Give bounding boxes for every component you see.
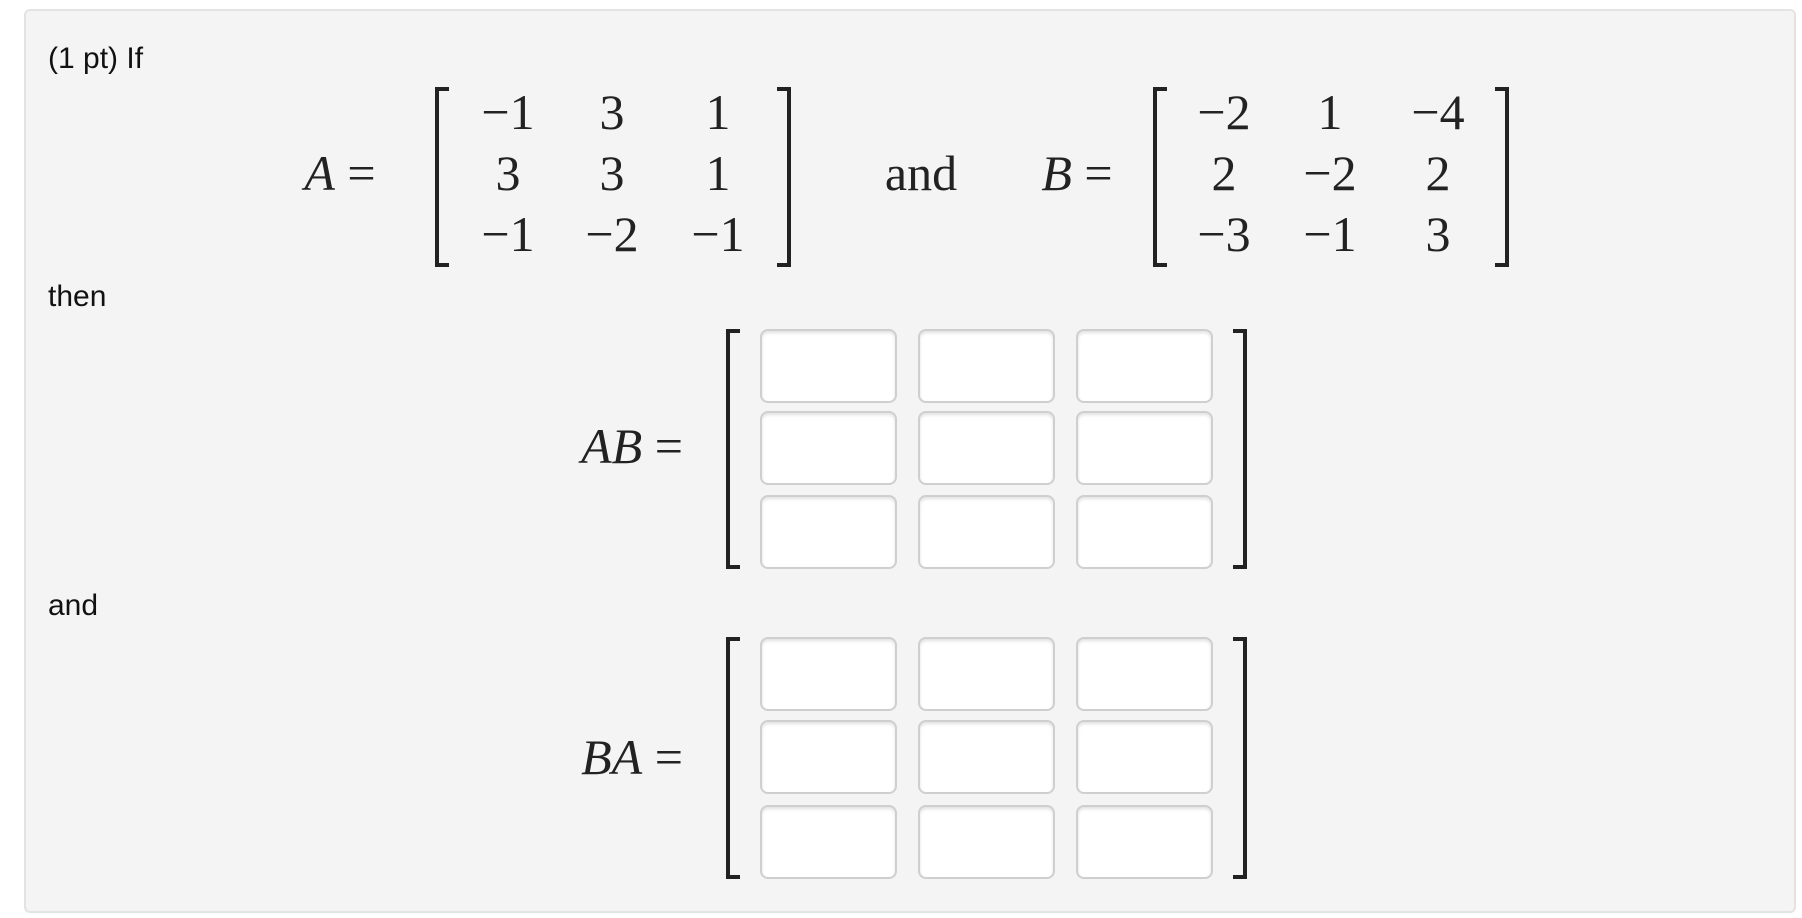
matB-entry: 2 [1425, 145, 1451, 201]
ab-cell-r2c1[interactable] [760, 411, 897, 485]
ba-right-bracket [1233, 637, 1247, 879]
ab-cell-r3c2[interactable] [918, 495, 1055, 569]
matB-entry: 2 [1211, 145, 1237, 201]
matrix-a-right-bracket [777, 87, 791, 267]
matA-entry: 3 [495, 145, 521, 201]
matrix-b-label: B = [1041, 148, 1112, 198]
ab-cell-r2c2[interactable] [918, 411, 1055, 485]
matrix-b-name: B [1041, 145, 1072, 201]
ab-cell-r1c1[interactable] [760, 329, 897, 403]
matA-entry: 1 [705, 84, 731, 140]
ab-cell-r3c3[interactable] [1076, 495, 1213, 569]
ab-cell-r1c2[interactable] [918, 329, 1055, 403]
matB-entry: −2 [1303, 145, 1357, 201]
ba-cell-r1c2[interactable] [918, 637, 1055, 711]
ba-cell-r1c1[interactable] [760, 637, 897, 711]
matB-entry: 3 [1425, 206, 1451, 262]
ab-label: AB = [581, 421, 683, 471]
ba-cell-r3c1[interactable] [760, 805, 897, 879]
problem-panel [24, 9, 1796, 913]
matB-entry: −1 [1303, 206, 1357, 262]
matrix-a-left-bracket [435, 87, 449, 267]
matrix-a-label: A = [304, 148, 375, 198]
ba-cell-r3c3[interactable] [1076, 805, 1213, 879]
ba-cell-r2c3[interactable] [1076, 720, 1213, 794]
matrix-b-right-bracket [1495, 87, 1509, 267]
matrix-b-left-bracket [1153, 87, 1167, 267]
ab-name: AB [581, 418, 643, 474]
equals-sign: = [1084, 145, 1113, 201]
then-label: then [48, 280, 107, 313]
ba-cell-r1c3[interactable] [1076, 637, 1213, 711]
ab-left-bracket [726, 329, 740, 569]
matB-entry: 1 [1317, 84, 1343, 140]
matA-entry: 1 [705, 145, 731, 201]
and-connector: and [884, 145, 958, 201]
ab-cell-r1c3[interactable] [1076, 329, 1213, 403]
matA-entry: −2 [585, 206, 639, 262]
matA-entry: −1 [481, 84, 535, 140]
ba-label: BA = [581, 732, 683, 782]
matA-entry: 3 [599, 84, 625, 140]
ba-cell-r3c2[interactable] [918, 805, 1055, 879]
ba-left-bracket [726, 637, 740, 879]
matB-entry: −2 [1197, 84, 1251, 140]
and-label: and [48, 589, 99, 622]
matrix-a-name: A [304, 145, 335, 201]
ba-cell-r2c2[interactable] [918, 720, 1055, 794]
matA-entry: 3 [599, 145, 625, 201]
equals-sign: = [347, 145, 376, 201]
ab-cell-r2c3[interactable] [1076, 411, 1213, 485]
ba-name: BA [581, 729, 643, 785]
matB-entry: −4 [1411, 84, 1465, 140]
matA-entry: −1 [481, 206, 535, 262]
problem-intro: (1 pt) If [48, 42, 144, 75]
matA-entry: −1 [691, 206, 745, 262]
ab-right-bracket [1233, 329, 1247, 569]
equals-sign: = [654, 729, 683, 785]
equals-sign: = [654, 418, 683, 474]
ab-cell-r3c1[interactable] [760, 495, 897, 569]
matB-entry: −3 [1197, 206, 1251, 262]
ba-cell-r2c1[interactable] [760, 720, 897, 794]
